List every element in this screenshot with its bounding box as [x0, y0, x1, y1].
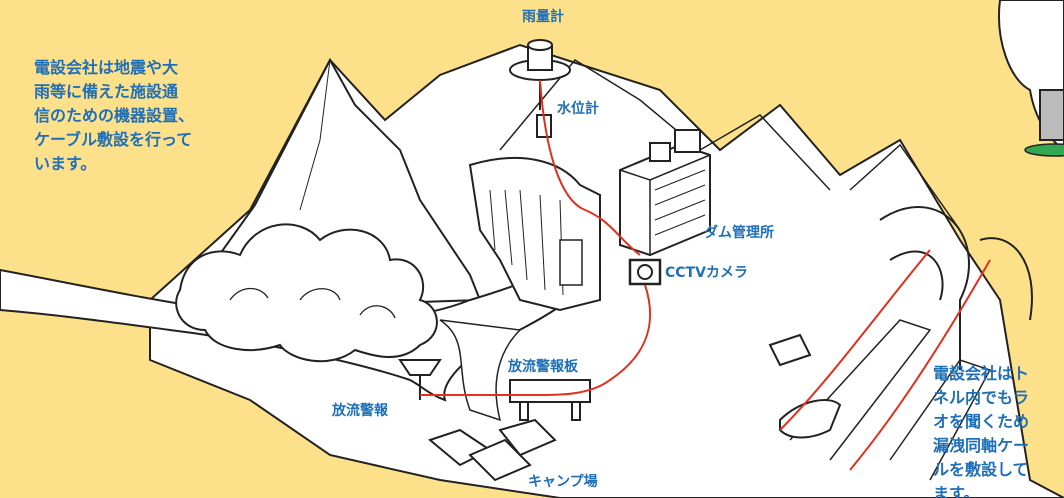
car-icon	[779, 399, 842, 439]
campsite-label: キャンプ場	[528, 474, 598, 490]
cable-tunnel-1	[779, 249, 931, 431]
cable-dam-to-office	[539, 79, 641, 256]
rain-gauge-label: 雨量計	[522, 9, 564, 25]
cable-office-to-alarm	[420, 284, 651, 396]
truck-icon	[768, 333, 812, 367]
tunnel-paragraph: 電設会社はト ネル内でもラ オを聞くため 漏洩同軸ケー ルを敷設して ます。	[933, 364, 1030, 498]
campsite-tents	[427, 418, 557, 482]
road-right	[889, 359, 992, 481]
road-left	[789, 319, 932, 461]
intro-paragraph: 電設会社は地震や大 雨等に備えた施設通 信のための機器設置、 ケーブル敷設を行っ…	[34, 58, 195, 173]
dam-lines	[489, 189, 564, 296]
mountain-crevice	[299, 59, 331, 211]
water-level-gauge-label: 水位計	[557, 101, 599, 117]
tunnel-icon	[768, 206, 1033, 481]
discharge-alarm-board-icon	[509, 379, 591, 421]
discharge-alarm-board-label: 放流警報板	[508, 359, 578, 375]
dam-office-icon	[619, 129, 711, 257]
discharge-alarm-label: 放流警報	[332, 403, 388, 419]
cctv-camera-label: CCTVカメラ	[665, 265, 748, 281]
cctv-camera-icon	[628, 258, 662, 286]
dam-office-label: ダム管理所	[704, 225, 774, 241]
back-ridge-2	[849, 143, 961, 231]
river-lower	[439, 319, 522, 422]
dam-spillway	[559, 239, 583, 286]
character-figure	[998, 0, 1064, 157]
rain-gauge-icon	[509, 39, 571, 110]
cable-tunnel-2	[849, 259, 991, 471]
forest-detail	[229, 287, 396, 319]
